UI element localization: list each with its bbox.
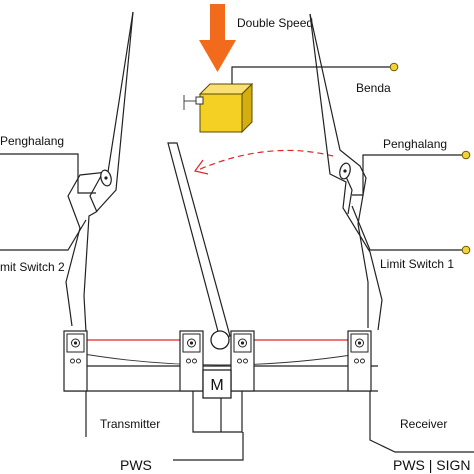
curved-dashed-arrow-icon: [193, 149, 334, 175]
limit-switch-2-label: mit Switch 2: [0, 260, 65, 274]
transmitter-label: Transmitter: [100, 417, 160, 431]
motor-label: M: [210, 377, 223, 394]
left-switch-roller: [100, 169, 112, 187]
limit-switch-1-dot: [461, 245, 471, 255]
transmitter-sensor: [63, 330, 88, 392]
receiver-sensor: [347, 330, 372, 392]
rotating-arm: [167, 142, 231, 350]
penghalang-right-dot: [461, 150, 471, 160]
limit-switch-1-label: Limit Switch 1: [380, 257, 454, 271]
right-switch-roller: [339, 162, 351, 180]
penghalang-right-label: Penghalang: [383, 137, 447, 151]
down-arrow-icon: [199, 4, 236, 72]
receiver-label: Receiver: [400, 417, 447, 431]
penghalang-left-label: Penghalang: [0, 134, 64, 148]
pws-signal-label: PWS | SIGN: [393, 457, 471, 473]
motor-box: M: [202, 369, 232, 399]
center-left-sensor: [179, 330, 204, 392]
benda-terminal-dot: [389, 62, 399, 72]
left-guide-wall: [65, 11, 134, 333]
object-box: [183, 82, 254, 134]
center-right-sensor: [230, 330, 255, 392]
double-speed-label: Double Speed: [237, 16, 313, 30]
pws-left-label: PWS: [120, 457, 152, 473]
benda-label: Benda: [356, 81, 391, 95]
